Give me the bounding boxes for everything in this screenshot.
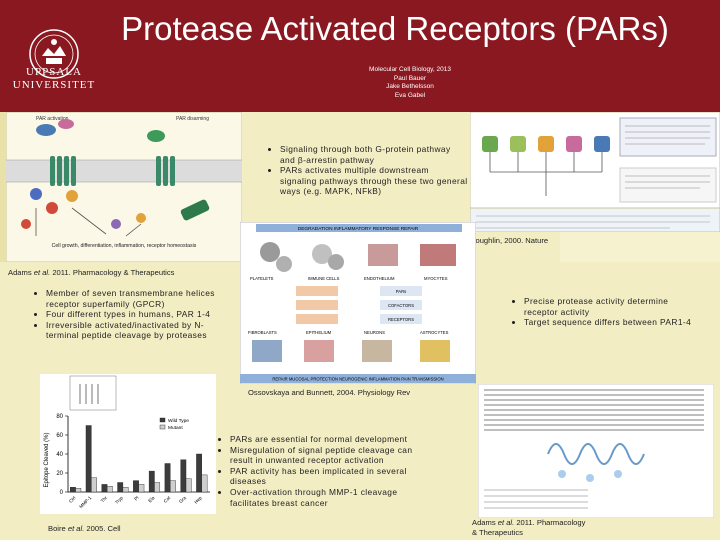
row-label-endothelium: ENDOTHELIUM: [364, 276, 395, 281]
caption-author: Adams: [8, 268, 34, 277]
row-label-platelets: PLATELETS: [250, 276, 274, 281]
pathway-label-right: PAR disarming: [176, 116, 209, 122]
bar-mutant: [154, 482, 161, 493]
bullet-item: Target sequence differs between PAR1-4: [524, 317, 702, 328]
bar-mutant: [75, 487, 82, 493]
caption-etal: et al.: [67, 524, 85, 533]
row-label-myocytes: MYOCYTES: [424, 276, 448, 281]
logo-line-1: UPPSALA: [26, 66, 82, 78]
bullet-item: Member of seven transmembrane helices re…: [46, 288, 234, 309]
disease-bullets: PARs are essential for normal developmen…: [218, 434, 418, 508]
bar-mutant: [201, 474, 208, 493]
chart-ylabel: Epitope Cleaved (%): [44, 432, 50, 487]
x-tick-label: Cat: [163, 495, 172, 504]
bullet-item: PARs activates multiple downstream signa…: [280, 165, 468, 197]
bullet-item: PAR activity has been implicated in seve…: [230, 466, 418, 487]
author-2: Jake Bethelsson: [386, 83, 434, 90]
bar-mutant: [138, 484, 145, 493]
bar-mutant: [170, 480, 176, 493]
x-tick-label: Pl: [133, 495, 139, 501]
bottom-label-neurons: NEURONS: [364, 330, 385, 335]
university-seal-icon: [29, 29, 79, 79]
bar-mutant: [91, 477, 97, 493]
x-tick-label: Ela: [147, 495, 156, 504]
author-3: Eva Gabel: [394, 91, 426, 99]
boire-caption: Boire et al. 2005. Cell: [48, 524, 121, 533]
coughlin-figure: [470, 112, 720, 232]
bottom-label-fibroblasts: FIBROBLASTS: [248, 330, 277, 335]
receptor-bullets: Member of seven transmembrane helices re…: [34, 288, 234, 341]
bar-mutant: [122, 487, 129, 493]
bottom-label-astrocytes: ASTROCYTES: [420, 330, 449, 335]
bar-wildtype: [85, 425, 92, 493]
bar-wildtype: [133, 480, 139, 493]
mid-box-pars: PARs: [396, 289, 406, 294]
bullet-item: Signaling through both G-protein pathway…: [280, 144, 468, 165]
y-tick-label: 60: [56, 433, 63, 439]
x-tick-label: Tryp: [114, 495, 124, 505]
caption-author: Adams: [472, 518, 498, 527]
header-band: [0, 0, 720, 112]
mid-box-cofactors: COFACTORS: [388, 303, 414, 308]
bar-wildtype: [117, 482, 124, 493]
bar-wildtype: [196, 453, 202, 493]
chart-inset-diagram: [69, 375, 117, 411]
caption-author: Boire: [48, 524, 68, 533]
pathway-outcome-caption: Cell growth, differentiation, inflammati…: [52, 243, 197, 249]
bullet-item: Misregulation of signal peptide cleavage…: [230, 445, 418, 466]
x-tick-label: Ctrl: [68, 495, 77, 504]
bar-mutant: [185, 478, 192, 493]
caption-rest: 2011. Pharmacology & Therapeutics: [50, 268, 175, 277]
bar-mutant: [106, 486, 113, 493]
adams-bottom-caption: Adams et al. 2011. Pharmacology: [472, 518, 585, 527]
y-tick-label: 0: [60, 490, 64, 496]
bullet-item: Four different types in humans, PAR 1-4: [46, 309, 234, 320]
adams-top-caption: Adams et al. 2011. Pharmacology & Therap…: [8, 268, 174, 277]
caption-rest: 2011. Pharmacology: [514, 518, 586, 527]
legend-swatch: [159, 424, 166, 430]
bar-wildtype: [164, 463, 171, 493]
x-tick-label: Gra: [178, 495, 187, 504]
ossovskaya-caption: Ossovskaya and Bunnett, 2004. Physiology…: [248, 388, 411, 397]
mid-box-receptors: RECEPTORS: [388, 317, 414, 322]
authors-block: Molecular Cell Biology, 2013 Paul Bauer …: [300, 66, 520, 100]
caption-etal: et al.: [497, 518, 515, 527]
par-pathway-figure: PAR activation PAR disarming Cell growth…: [6, 112, 242, 262]
sequence-alignment-figure: [478, 384, 714, 518]
legend-label: Mutant: [168, 425, 183, 431]
pathway-label-left: PAR activation: [36, 116, 69, 122]
row-label-immune: IMMUNE CELLS: [308, 276, 340, 281]
bar-wildtype: [180, 459, 187, 493]
bar-wildtype: [70, 487, 76, 493]
bullet-item: Precise protease activity determine rece…: [524, 296, 702, 317]
course-line: Molecular Cell Biology, 2013: [369, 66, 451, 73]
x-tick-label: Thr: [100, 495, 109, 504]
signaling-bullets: Signaling through both G-protein pathway…: [268, 144, 468, 197]
y-tick-label: 80: [56, 414, 63, 420]
bullet-item: Over-activation through MMP-1 cleavage f…: [230, 487, 418, 508]
page-title: Protease Activated Receptors (PARs): [121, 10, 669, 47]
university-name: UPPSALA UNIVERSITET: [4, 66, 104, 92]
bar-wildtype: [148, 470, 155, 493]
caption-etal: et al.: [33, 268, 51, 277]
center-bottom-banner: REPAIR MUCOSAL PROTECTION NEUROGENIC INF…: [272, 377, 443, 382]
bar-wildtype: [101, 484, 108, 493]
legend-label: Wild Type: [168, 418, 189, 424]
protease-bullets: Precise protease activity determine rece…: [512, 296, 702, 328]
ossovskaya-figure: DEGRADATION INFLAMMATORY RESPONSE REPAIR…: [240, 222, 476, 384]
author-1: Paul Bauer: [393, 74, 427, 82]
bullet-item: Irreversible activated/inactivated by N-…: [46, 320, 234, 341]
caption-rest: 2005. Cell: [84, 524, 121, 533]
x-tick-label: Hep: [193, 495, 203, 505]
bullet-item: PARs are essential for normal developmen…: [230, 434, 418, 445]
bottom-label-epithelium: EPITHELIUM: [306, 330, 332, 335]
logo-line-2: UNIVERSITET: [12, 79, 96, 91]
legend-swatch: [159, 417, 166, 423]
y-tick-label: 40: [56, 452, 63, 458]
adams-bottom-caption-line2: & Therapeutics: [472, 528, 523, 537]
coughlin-caption: Coughlin, 2000. Nature: [470, 236, 549, 245]
center-top-banner: DEGRADATION INFLAMMATORY RESPONSE REPAIR: [298, 226, 419, 232]
y-tick-label: 20: [56, 471, 63, 477]
